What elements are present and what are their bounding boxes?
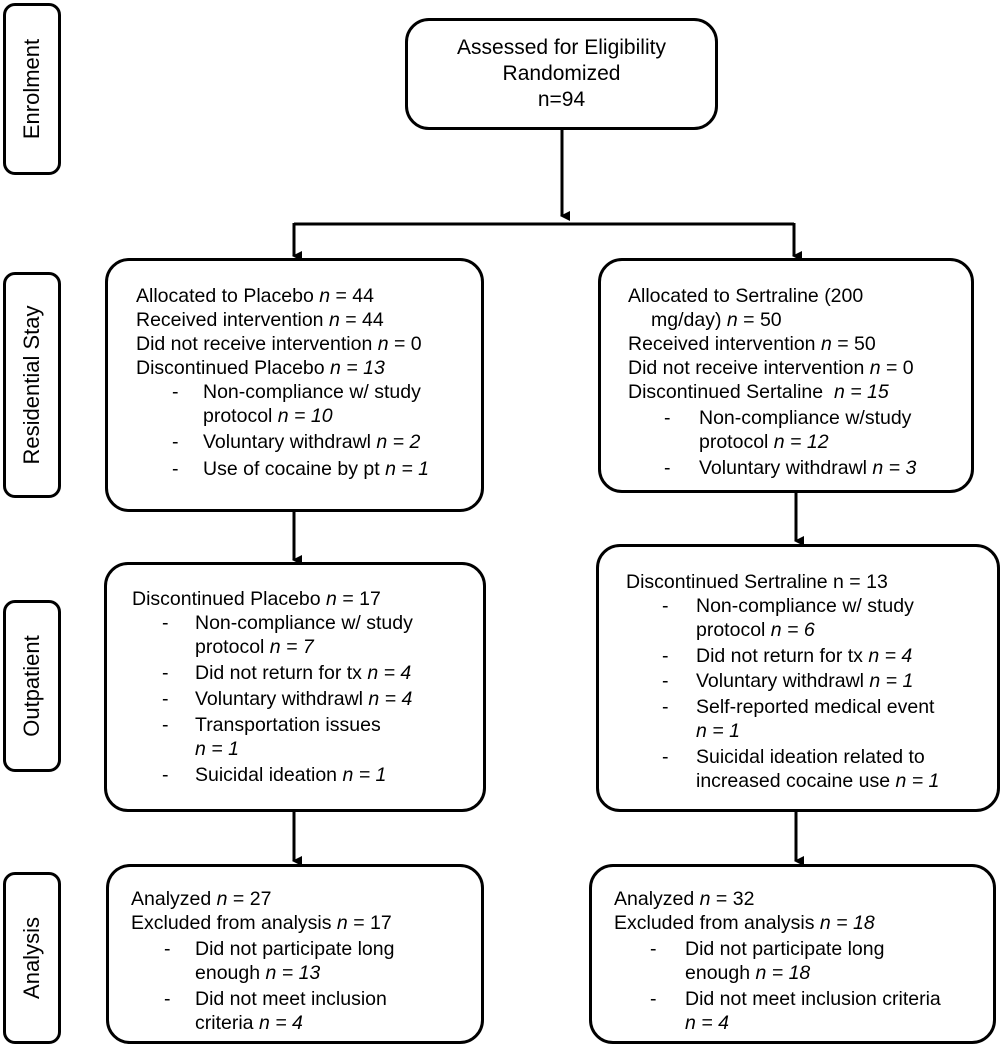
bullet-dash: - [662, 696, 669, 718]
bullet-dash: - [662, 645, 669, 667]
sertraline-allocated: Allocated to Sertraline (200 [628, 285, 864, 307]
bullet-dash: - [650, 988, 657, 1010]
placebo-excl-reason-1b: enough n = 13 [195, 962, 321, 984]
sertraline-out-reason-5a: Suicidal ideation related to [696, 746, 925, 768]
placebo-out-reason-5: Suicidal ideation n = 1 [195, 764, 387, 786]
stage-enrolment-label: Enrolment [19, 38, 44, 140]
placebo-out-reason-3: Voluntary withdrawl n = 4 [195, 688, 413, 710]
bullet-dash: - [164, 988, 171, 1010]
sertraline-out-reason-2: Did not return for tx n = 4 [696, 645, 913, 667]
sertraline-out-reason-4b: n = 1 [696, 720, 740, 742]
placebo-out-reason-4b: n = 1 [195, 738, 239, 760]
bullet-dash: - [162, 662, 169, 684]
sertraline-res-reason-1a: Non-compliance w/study [699, 407, 912, 429]
total-n-line: n=94 [537, 88, 586, 111]
eligibility-line1: Assessed for Eligibility [457, 36, 666, 59]
placebo-excl-reason-2a: Did not meet inclusion [195, 988, 387, 1010]
eligibility-box: Assessed for Eligibility Randomized n=94 [405, 18, 718, 130]
placebo-out-discontinued: Discontinued Placebo n = 17 [132, 588, 381, 610]
sertraline-excl-reason-2a: Did not meet inclusion criteria [685, 988, 941, 1010]
bullet-dash: - [664, 407, 671, 429]
sertraline-outpatient-box: Discontinued Sertraline n = 13 - Non-com… [596, 544, 1000, 812]
sertraline-discontinued: Discontinued Sertaline n = 15 [628, 381, 889, 403]
sertraline-out-discontinued: Discontinued Sertraline n = 13 [626, 571, 888, 593]
sertraline-excl-reason-2b: n = 4 [685, 1012, 729, 1034]
sertraline-analyzed: Analyzed n = 32 [614, 888, 755, 910]
randomized-line: Randomized [502, 62, 621, 85]
placebo-analyzed: Analyzed n = 27 [131, 888, 272, 910]
stage-outpatient-label: Outpatient [19, 635, 44, 737]
placebo-excluded: Excluded from analysis n = 17 [131, 912, 392, 934]
sertraline-analysis-box: Analyzed n = 32 Excluded from analysis n… [589, 864, 996, 1044]
bullet-dash: - [172, 381, 179, 403]
bullet-dash: - [162, 714, 169, 736]
sertraline-out-reason-1b: protocol n = 6 [696, 619, 815, 641]
placebo-discontinued: Discontinued Placebo n = 13 [136, 357, 385, 379]
placebo-res-reason-1b: protocol n = 10 [203, 405, 333, 427]
stage-enrolment: Enrolment [3, 3, 61, 175]
sertraline-excluded: Excluded from analysis n = 18 [614, 912, 875, 934]
sertraline-out-reason-1a: Non-compliance w/ study [696, 595, 914, 617]
bullet-dash: - [162, 688, 169, 710]
placebo-out-reason-1a: Non-compliance w/ study [195, 612, 413, 634]
placebo-residential-box: Allocated to Placebo n = 44 Received int… [105, 258, 484, 512]
sertraline-out-reason-3: Voluntary withdrawl n = 1 [696, 670, 914, 692]
placebo-not-received: Did not receive intervention n = 0 [136, 333, 422, 355]
stage-residential: Residential Stay [3, 272, 61, 498]
sertraline-dose: mg/day) n = 50 [651, 309, 782, 331]
placebo-outpatient-box: Discontinued Placebo n = 17 - Non-compli… [104, 562, 486, 812]
placebo-res-reason-1a: Non-compliance w/ study [203, 381, 421, 403]
placebo-excl-reason-1a: Did not participate long [195, 938, 395, 960]
placebo-out-reason-1b: protocol n = 7 [195, 636, 314, 658]
sertraline-out-reason-4a: Self-reported medical event [696, 696, 935, 718]
sertraline-not-received: Did not receive intervention n = 0 [628, 357, 914, 379]
sertraline-res-reason-1b: protocol n = 12 [699, 431, 829, 453]
sertraline-out-reason-5b: increased cocaine use n = 1 [696, 770, 940, 792]
stage-residential-label: Residential Stay [19, 305, 44, 465]
stage-analysis: Analysis [3, 872, 61, 1044]
bullet-dash: - [662, 746, 669, 768]
sertraline-excl-reason-1b: enough n = 18 [685, 962, 811, 984]
placebo-excl-reason-2b: criteria n = 4 [195, 1012, 303, 1034]
placebo-out-reason-2: Did not return for tx n = 4 [195, 662, 412, 684]
placebo-res-reason-3: Use of cocaine by pt n = 1 [203, 458, 430, 480]
bullet-dash: - [662, 670, 669, 692]
bullet-dash: - [164, 938, 171, 960]
bullet-dash: - [162, 612, 169, 634]
sertraline-res-reason-2: Voluntary withdrawl n = 3 [699, 457, 917, 479]
placebo-res-reason-2: Voluntary withdrawl n = 2 [203, 431, 421, 453]
bullet-dash: - [172, 458, 179, 480]
bullet-dash: - [172, 431, 179, 453]
bullet-dash: - [650, 938, 657, 960]
bullet-dash: - [162, 764, 169, 786]
placebo-out-reason-4a: Transportation issues [195, 714, 381, 736]
bullet-dash: - [662, 595, 669, 617]
bullet-dash: - [664, 457, 671, 479]
placebo-allocated: Allocated to Placebo n = 44 [136, 285, 374, 307]
sertraline-received: Received intervention n = 50 [628, 333, 876, 355]
sertraline-residential-box: Allocated to Sertraline (200 mg/day) n =… [598, 258, 974, 493]
stage-analysis-label: Analysis [19, 917, 44, 999]
sertraline-excl-reason-1a: Did not participate long [685, 938, 885, 960]
stage-outpatient: Outpatient [3, 600, 61, 772]
placebo-received: Received intervention n = 44 [136, 309, 384, 331]
placebo-analysis-box: Analyzed n = 27 Excluded from analysis n… [106, 864, 484, 1044]
